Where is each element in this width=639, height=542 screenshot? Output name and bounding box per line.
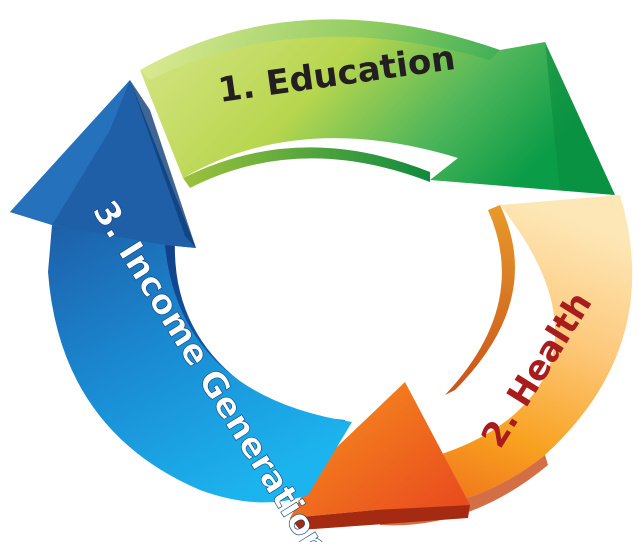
income-arrowhead-side (130, 80, 196, 248)
education-arrowhead (545, 42, 615, 195)
income-arrow (10, 80, 352, 503)
education-arrow-inner-wall (183, 147, 430, 188)
education-arrow-highlight (140, 19, 500, 80)
education-arrow (140, 19, 615, 195)
health-arrowhead-shadow (290, 505, 470, 530)
income-arrowhead-highlight (10, 80, 130, 225)
health-arrow-inner-wall (445, 205, 515, 395)
education-arrow-body (140, 19, 615, 195)
income-arrow-body (48, 225, 352, 503)
health-arrow-body (372, 195, 633, 511)
health-arrowhead (290, 382, 470, 518)
health-arrow (290, 195, 633, 530)
